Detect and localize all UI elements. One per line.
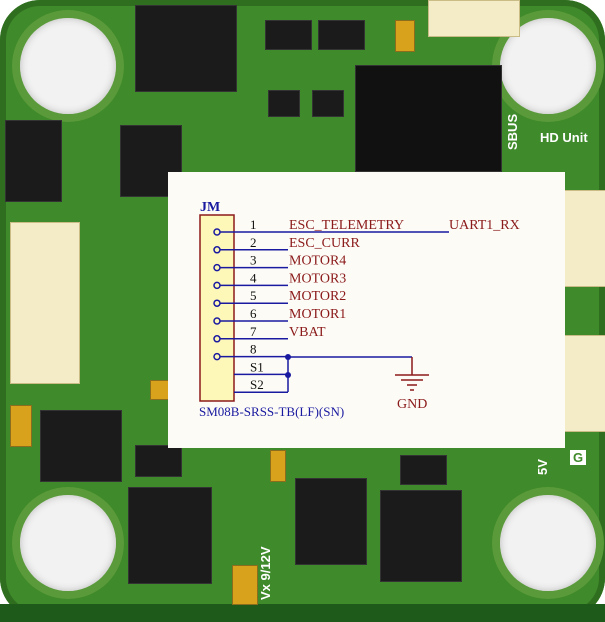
chip [318, 20, 365, 50]
chip [268, 90, 300, 117]
net-label: MOTOR1 [289, 307, 346, 322]
silk-5v: 5V [535, 459, 550, 475]
board-edge [0, 604, 605, 622]
capacitor [10, 405, 32, 447]
pin-circle [213, 263, 221, 272]
uart-label: UART1_RX [449, 218, 520, 233]
chip [380, 490, 462, 582]
pin-number: 4 [250, 270, 257, 285]
pin-circle [213, 228, 221, 236]
silk-sbus: SBUS [505, 113, 520, 150]
chip [135, 5, 237, 92]
chip [128, 487, 212, 584]
connector-body [199, 214, 235, 402]
silk-g: G [570, 450, 587, 465]
capacitor [270, 450, 286, 482]
junction [285, 372, 291, 378]
net-label: VBAT [289, 325, 326, 340]
net-label: ESC_TELEMETRY [289, 218, 404, 233]
junction [285, 354, 291, 360]
chip [40, 410, 122, 482]
mounting-hole-bottom-right [500, 495, 596, 591]
pin-circle [213, 246, 221, 254]
net-label: MOTOR3 [289, 271, 346, 286]
schematic: JM 1 ESC_TELEMETRY 2 ESC_CURR 3 MOTOR4 4 MOTOR3… [199, 200, 520, 419]
capacitor [232, 565, 258, 605]
pin-circle [213, 299, 221, 307]
connector [10, 222, 80, 384]
pin-number: S2 [250, 377, 264, 392]
net-label: MOTOR4 [289, 254, 346, 269]
silk-vx: Vx 9/12V [258, 546, 273, 601]
ground-symbol [395, 357, 429, 391]
capacitor [395, 20, 415, 52]
pin-number: 7 [250, 324, 257, 339]
pin-number: 8 [250, 342, 257, 357]
mounting-hole-top-left [20, 18, 116, 114]
chip [400, 455, 447, 485]
pin-number: 2 [250, 235, 257, 250]
chip [135, 445, 182, 477]
chip [355, 65, 502, 172]
connector [563, 190, 605, 287]
connector [428, 0, 520, 37]
mounting-hole-bottom-left [20, 495, 116, 591]
part-number: SM08B-SRSS-TB(LF)(SN) [199, 404, 344, 419]
pin-number: S1 [250, 359, 264, 374]
pin-number: 3 [250, 253, 257, 268]
chip [312, 90, 344, 117]
chip [5, 120, 62, 202]
silk-hd-unit: HD Unit [540, 130, 588, 145]
pin-number: 1 [250, 217, 257, 232]
schematic-overlay: JM 1 ESC_TELEMETRY 2 ESC_CURR 3 MOTOR4 4 MOTOR3… [168, 172, 565, 448]
pin-number: 6 [250, 306, 257, 321]
pin-circle [213, 281, 221, 290]
pin-circle [213, 352, 221, 361]
pin-circle [213, 317, 221, 325]
pin-circle [213, 335, 221, 343]
chip [265, 20, 312, 50]
net-label: ESC_CURR [289, 236, 360, 251]
connector [563, 335, 605, 432]
net-label: MOTOR2 [289, 289, 346, 304]
gnd-label: GND [397, 397, 427, 412]
designator-label: JM [200, 200, 220, 215]
chip [295, 478, 367, 565]
pin-number: 5 [250, 288, 257, 303]
